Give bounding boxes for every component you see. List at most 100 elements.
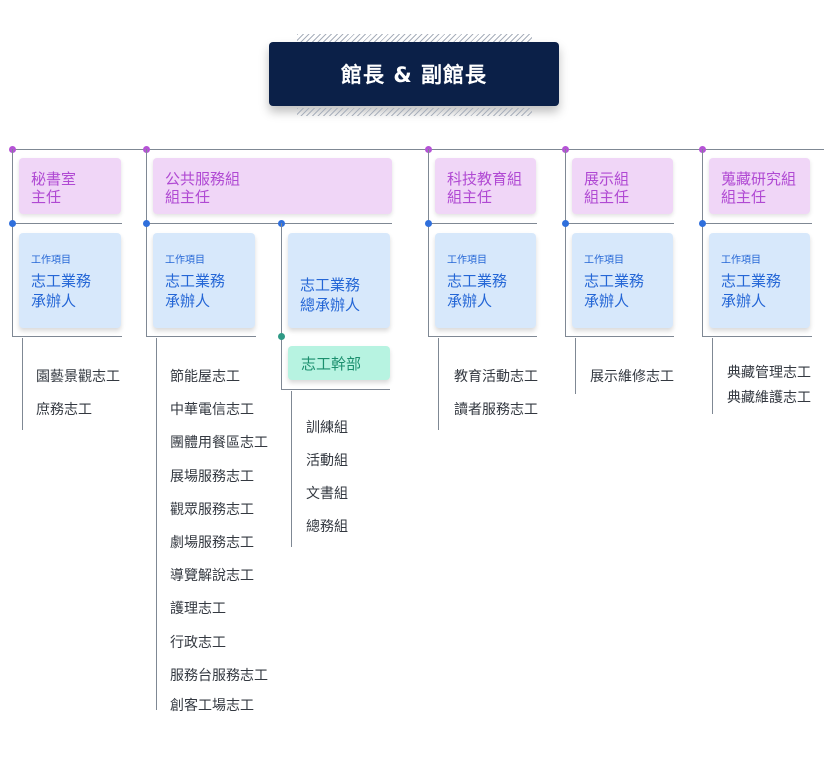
coordinator-title-1: 志工業務 bbox=[31, 272, 92, 290]
cadre-group-list: 訓練組 活動組 文書組 總務組 bbox=[306, 412, 348, 544]
dept-head-role: 組主任 bbox=[584, 188, 630, 206]
dept-head-name: 蒐藏研究組 bbox=[721, 170, 797, 188]
volunteer-list: 園藝景觀志工 庶務志工 bbox=[36, 361, 120, 427]
coordinator-title-1: 志工業務 bbox=[447, 272, 508, 290]
cadre-label: 志工幹部 bbox=[301, 354, 362, 373]
coordinator-title-1: 志工業務 bbox=[584, 272, 645, 290]
volunteer-item: 觀眾服務志工 bbox=[170, 501, 254, 518]
chief-coord-spine bbox=[281, 223, 282, 389]
dept-head-role: 組主任 bbox=[165, 188, 211, 206]
coord-connector bbox=[146, 223, 392, 224]
dept-head-role: 主任 bbox=[31, 188, 62, 206]
volunteer-spine bbox=[438, 338, 439, 430]
dept-head-card: 科技教育組 組主任 bbox=[435, 158, 536, 214]
coord-connector bbox=[428, 223, 537, 224]
cadre-card: 志工幹部 bbox=[288, 346, 390, 380]
dept-head-role: 組主任 bbox=[721, 188, 767, 206]
volunteer-item: 護理志工 bbox=[170, 601, 226, 618]
coord-bottom-line bbox=[702, 336, 812, 337]
cadre-dot bbox=[278, 333, 285, 340]
dept-spine bbox=[12, 149, 13, 337]
dept-head-card: 秘書室 主任 bbox=[19, 158, 121, 214]
coordinator-card: 工作項目 志工業務 承辦人 bbox=[572, 233, 673, 328]
coord-bottom-line bbox=[146, 336, 256, 337]
director-title: 館長 & 副館長 bbox=[341, 63, 487, 87]
coord-dot bbox=[425, 220, 432, 227]
director-box: 館長 & 副館長 bbox=[269, 42, 559, 106]
dept-spine bbox=[702, 149, 703, 337]
coordinator-title-2: 承辦人 bbox=[584, 292, 630, 310]
coordinator-title-2: 總承辦人 bbox=[300, 296, 361, 314]
volunteer-item: 行政志工 bbox=[170, 634, 226, 651]
volunteer-item: 展場服務志工 bbox=[170, 468, 254, 485]
volunteer-item: 典藏維護志工 bbox=[727, 390, 811, 406]
dept-head-card: 蒐藏研究組 組主任 bbox=[709, 158, 810, 214]
dept-spine bbox=[146, 149, 147, 337]
coord-bottom-line bbox=[565, 336, 674, 337]
volunteer-item: 節能屋志工 bbox=[170, 369, 240, 385]
header-hatch-bottom bbox=[297, 108, 532, 116]
volunteer-spine bbox=[156, 338, 157, 710]
volunteer-item: 教育活動志工 bbox=[454, 369, 538, 385]
volunteer-list: 典藏管理志工 典藏維護志工 bbox=[727, 361, 811, 411]
coordinator-title-1: 志工業務 bbox=[721, 272, 782, 290]
volunteer-spine bbox=[22, 338, 23, 430]
dept-spine bbox=[428, 149, 429, 337]
volunteer-item: 庶務志工 bbox=[36, 402, 92, 418]
coord-connector bbox=[12, 223, 122, 224]
coordinator-title-2: 承辦人 bbox=[447, 292, 493, 310]
volunteer-item: 讀者服務志工 bbox=[454, 402, 538, 418]
work-item-label: 工作項目 bbox=[447, 255, 487, 266]
volunteer-item: 團體用餐區志工 bbox=[170, 435, 268, 452]
coord-bottom-line bbox=[428, 336, 537, 337]
work-item-label: 工作項目 bbox=[31, 255, 71, 266]
volunteer-item: 導覽解說志工 bbox=[170, 568, 254, 585]
dept-head-name: 展示組 bbox=[584, 170, 630, 188]
volunteer-list: 節能屋志工 中華電信志工 團體用餐區志工 展場服務志工 觀眾服務志工 劇場服務志… bbox=[170, 361, 268, 723]
dept-head-name: 科技教育組 bbox=[447, 170, 523, 188]
coord-dot bbox=[9, 220, 16, 227]
coordinator-card: 工作項目 志工業務 承辦人 bbox=[709, 233, 810, 328]
cadre-group-item: 訓練組 bbox=[306, 420, 348, 436]
coord-dot bbox=[143, 220, 150, 227]
main-connector bbox=[12, 149, 824, 150]
volunteer-item: 服務台服務志工 bbox=[170, 667, 268, 684]
chief-coordinator-card: 志工業務 總承辦人 bbox=[288, 233, 390, 328]
coord-connector bbox=[565, 223, 674, 224]
coordinator-card: 工作項目 志工業務 承辦人 bbox=[19, 233, 121, 328]
work-item-label: 工作項目 bbox=[584, 255, 624, 266]
coordinator-title-2: 承辦人 bbox=[31, 292, 77, 310]
volunteer-spine bbox=[575, 338, 576, 394]
volunteer-item: 展示維修志工 bbox=[590, 369, 674, 385]
coordinator-title-2: 承辦人 bbox=[721, 292, 767, 310]
coordinator-card: 工作項目 志工業務 承辦人 bbox=[435, 233, 536, 328]
coord-connector bbox=[702, 223, 812, 224]
work-item-label: 工作項目 bbox=[721, 255, 761, 266]
coordinator-title-1: 志工業務 bbox=[300, 276, 361, 294]
volunteer-list: 教育活動志工 讀者服務志工 bbox=[454, 361, 538, 427]
dept-spine bbox=[565, 149, 566, 337]
dept-head-name: 公共服務組 bbox=[165, 170, 241, 188]
cadre-group-item: 活動組 bbox=[306, 453, 348, 469]
coord-dot bbox=[699, 220, 706, 227]
coord-dot bbox=[562, 220, 569, 227]
cadre-spine bbox=[291, 391, 292, 547]
dept-head-card: 展示組 組主任 bbox=[572, 158, 673, 214]
dept-head-role: 組主任 bbox=[447, 188, 493, 206]
volunteer-item: 典藏管理志工 bbox=[727, 365, 811, 381]
volunteer-spine bbox=[712, 338, 713, 414]
coordinator-title-2: 承辦人 bbox=[165, 292, 211, 310]
coordinator-card: 工作項目 志工業務 承辦人 bbox=[153, 233, 255, 328]
volunteer-list: 展示維修志工 bbox=[590, 361, 674, 394]
coordinator-title-1: 志工業務 bbox=[165, 272, 226, 290]
dept-head-name: 秘書室 bbox=[31, 170, 77, 188]
work-item-label: 工作項目 bbox=[165, 255, 205, 266]
cadre-bottom-line bbox=[281, 389, 390, 390]
cadre-group-item: 總務組 bbox=[306, 519, 348, 535]
dept-head-card: 公共服務組 組主任 bbox=[153, 158, 392, 214]
volunteer-item: 中華電信志工 bbox=[170, 402, 254, 419]
volunteer-item: 創客工場志工 bbox=[170, 698, 254, 715]
coord-bottom-line bbox=[12, 336, 122, 337]
cadre-group-item: 文書組 bbox=[306, 486, 348, 502]
volunteer-item: 園藝景觀志工 bbox=[36, 369, 120, 385]
